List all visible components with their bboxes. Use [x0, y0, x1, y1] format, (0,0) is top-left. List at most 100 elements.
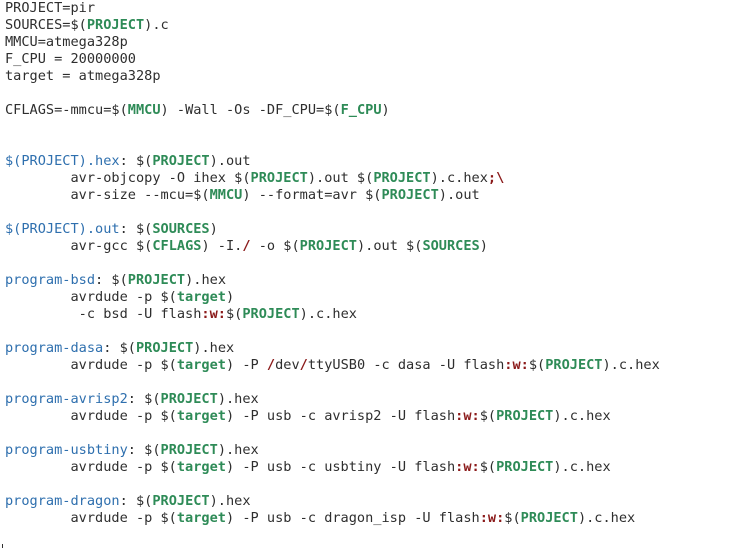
variable-name: CFLAGS — [152, 238, 202, 254]
variable-name: PROJECT — [496, 408, 554, 424]
code-text: avrdude -p $( — [5, 357, 177, 373]
code-text: $( — [528, 357, 546, 373]
code-line[interactable]: avrdude -p $(target) -P usb -c avrisp2 -… — [5, 408, 660, 425]
code-line[interactable]: CFLAGS=-mmcu=$(MMCU) -Wall -Os -DF_CPU=$… — [5, 102, 660, 119]
code-line[interactable] — [5, 85, 660, 102]
code-text: : $( — [103, 340, 136, 356]
code-text: avrdude -p $( — [5, 289, 177, 305]
code-line[interactable] — [5, 136, 660, 153]
variable-name: PROJECT — [152, 493, 210, 509]
code-line[interactable] — [5, 476, 660, 493]
code-line[interactable]: F_CPU = 20000000 — [5, 51, 660, 68]
special-char: :w: — [504, 357, 529, 373]
code-text: -c bsd -U flash — [5, 306, 202, 322]
code-line[interactable]: program-dragon: $(PROJECT).hex — [5, 493, 660, 510]
variable-name: PROJECT — [250, 170, 308, 186]
variable-name: PROJECT — [373, 170, 431, 186]
code-line[interactable]: avr-gcc $(CFLAGS) -I./ -o $(PROJECT).out… — [5, 238, 660, 255]
variable-name: PROJECT — [299, 238, 357, 254]
variable-name: SOURCES — [152, 221, 210, 237]
code-text: target = atmega328p — [5, 68, 161, 84]
code-text: : $( — [119, 153, 153, 169]
code-line[interactable]: avr-size --mcu=$(MMCU) --format=avr $(PR… — [5, 187, 660, 204]
code-text: ttyUSB0 -c dasa -U flash — [307, 357, 505, 373]
special-char: :w: — [455, 459, 480, 475]
variable-name: PROJECT — [152, 153, 210, 169]
code-text: $( — [225, 306, 243, 322]
code-text: SOURCES=$( — [5, 17, 87, 33]
code-line[interactable]: PROJECT=pir — [5, 0, 660, 17]
code-line[interactable]: avrdude -p $(target) — [5, 289, 660, 306]
code-text: ).out $( — [356, 238, 423, 254]
code-line[interactable]: target = atmega328p — [5, 68, 660, 85]
code-text: ) -Wall -Os -DF_CPU=$( — [160, 102, 341, 118]
code-text: avrdude -p $( — [5, 408, 177, 424]
code-line[interactable] — [5, 323, 660, 340]
code-line[interactable]: program-dasa: $(PROJECT).hex — [5, 340, 660, 357]
code-line[interactable]: avrdude -p $(target) -P usb -c usbtiny -… — [5, 459, 660, 476]
code-text: $( — [504, 510, 521, 526]
code-line[interactable] — [5, 204, 660, 221]
make-target: program-dasa — [5, 340, 104, 356]
code-text: : $( — [127, 391, 161, 407]
variable-name: target — [176, 289, 226, 305]
code-text: F_CPU = 20000000 — [5, 51, 136, 67]
code-line[interactable]: MMCU=atmega328p — [5, 34, 660, 51]
code-text: ) — [209, 221, 218, 237]
code-line[interactable]: avrdude -p $(target) -P /dev/ttyUSB0 -c … — [5, 357, 659, 374]
make-target: program-bsd — [5, 272, 96, 288]
variable-name: F_CPU — [340, 102, 382, 118]
code-line[interactable]: avr-objcopy -O ihex $(PROJECT).out $(PRO… — [5, 170, 660, 187]
make-target: program-dragon — [5, 493, 120, 509]
code-line[interactable]: program-usbtiny: $(PROJECT).hex — [5, 442, 660, 459]
code-line[interactable] — [5, 255, 660, 272]
code-text: : $( — [95, 272, 128, 288]
code-text: ) -P usb -c usbtiny -U flash — [225, 459, 456, 475]
code-text: PROJECT=pir — [5, 0, 96, 16]
code-line[interactable] — [5, 119, 660, 136]
variable-name: PROJECT — [135, 340, 194, 356]
special-char: / — [299, 357, 308, 373]
code-line[interactable]: -c bsd -U flash:w:$(PROJECT).c.hex — [5, 306, 660, 323]
code-text: $( — [479, 459, 497, 475]
code-text: ).hex — [209, 493, 251, 509]
variable-name: PROJECT — [160, 391, 218, 407]
variable-name: PROJECT — [545, 357, 603, 373]
code-text: ).c.hex — [299, 306, 357, 322]
variable-name: PROJECT — [381, 187, 439, 203]
variable-name: target — [176, 510, 226, 526]
special-char: ;\ — [487, 170, 505, 186]
special-char: :w: — [479, 510, 505, 526]
code-text: ).c.hex — [577, 510, 636, 526]
code-text: ).hex — [217, 442, 259, 458]
code-text: ).c.hex — [553, 459, 611, 475]
variable-name: PROJECT — [86, 17, 145, 33]
code-text: avr-gcc $( — [5, 238, 153, 254]
code-text: ).out — [438, 187, 480, 203]
code-line[interactable]: avrdude -p $(target) -P usb -c dragon_is… — [5, 510, 660, 527]
code-line[interactable]: $(PROJECT).hex: $(PROJECT).out — [5, 153, 660, 170]
make-target: $(PROJECT).out — [5, 221, 120, 237]
code-line[interactable]: SOURCES=$(PROJECT).c — [5, 17, 660, 34]
code-text: ) — [381, 102, 390, 118]
code-line[interactable]: $(PROJECT).out: $(SOURCES) — [5, 221, 660, 238]
code-line[interactable] — [5, 374, 660, 391]
code-line[interactable]: program-bsd: $(PROJECT).hex — [5, 272, 660, 289]
code-text: dev — [275, 357, 300, 373]
special-char: :w: — [455, 408, 480, 424]
code-text: ) --format=avr $( — [242, 187, 382, 203]
code-text: ).c.hex — [430, 170, 488, 186]
variable-name: target — [176, 357, 226, 373]
code-text: ) -P usb -c avrisp2 -U flash — [225, 408, 456, 424]
code-line[interactable] — [5, 425, 660, 442]
code-line[interactable]: program-avrisp2: $(PROJECT).hex — [5, 391, 660, 408]
make-target: program-usbtiny — [5, 442, 128, 458]
variable-name: MMCU — [127, 102, 161, 118]
variable-name: SOURCES — [422, 238, 480, 254]
code-text: ).c — [144, 17, 169, 33]
code-text: ).hex — [193, 340, 235, 356]
variable-name: PROJECT — [160, 442, 218, 458]
variable-name: MMCU — [209, 187, 243, 203]
